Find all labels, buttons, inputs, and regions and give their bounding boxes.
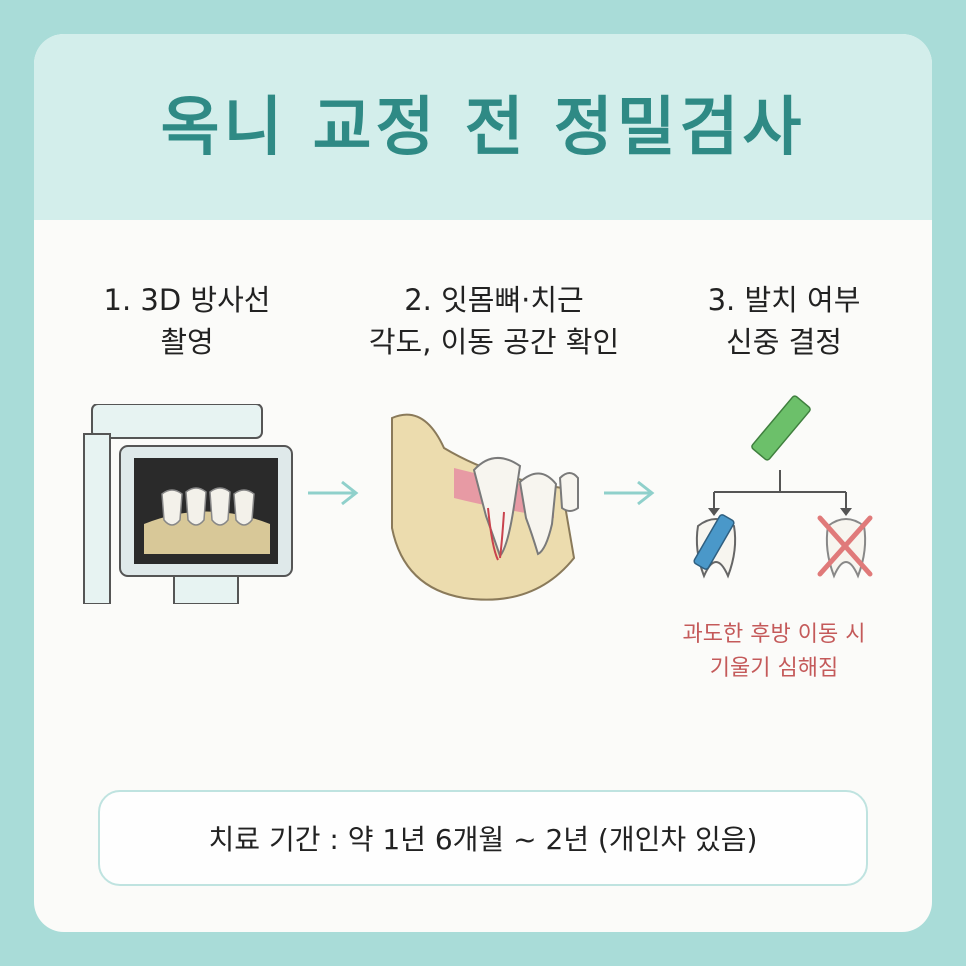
step-1-line-2: 촬영 [160, 325, 214, 359]
warning-note-line-1: 과도한 후방 이동 시 [682, 622, 866, 647]
step-3-line-1: 3. 발치 여부 [707, 283, 861, 317]
treatment-duration-box: 치료 기간 : 약 1년 6개월 ~ 2년 (개인차 있음) [98, 790, 868, 886]
tooth-crossed-out-icon [817, 515, 873, 579]
step-3-line-2: 신중 결정 [726, 325, 842, 359]
warning-note: 과도한 후방 이동 시 기울기 심해짐 [654, 618, 894, 686]
panoramic-xray-machine-icon [83, 404, 293, 604]
extraction-decision-icon [693, 395, 873, 579]
step-1-line-1: 1. 3D 방사선 [103, 283, 271, 317]
step-arrow-2-icon [604, 480, 655, 506]
warning-note-line-2: 기울기 심해짐 [709, 656, 839, 681]
header-band: 옥니 교정 전 정밀검사 [34, 34, 932, 220]
jaw-bone-cross-section-icon [391, 413, 579, 601]
infographic-card: 옥니 교정 전 정밀검사 1. 3D 방사선 촬영 2. 잇몸뼈·치근 각도, … [34, 34, 932, 932]
step-2-line-1: 2. 잇몸뼈·치근 [404, 283, 584, 317]
treatment-duration-text: 치료 기간 : 약 1년 6개월 ~ 2년 (개인차 있음) [208, 823, 758, 856]
step-2-line-2: 각도, 이동 공간 확인 [368, 325, 620, 359]
step-1-label: 1. 3D 방사선 촬영 [62, 279, 312, 363]
green-crayon-icon [751, 395, 811, 461]
step-arrow-1-icon [308, 480, 359, 506]
step-3-label: 3. 발치 여부 신중 결정 [664, 279, 904, 363]
tooth-with-crayon-icon [693, 514, 737, 579]
step-2-label: 2. 잇몸뼈·치근 각도, 이동 공간 확인 [334, 279, 654, 363]
page-title: 옥니 교정 전 정밀검사 [160, 91, 806, 165]
